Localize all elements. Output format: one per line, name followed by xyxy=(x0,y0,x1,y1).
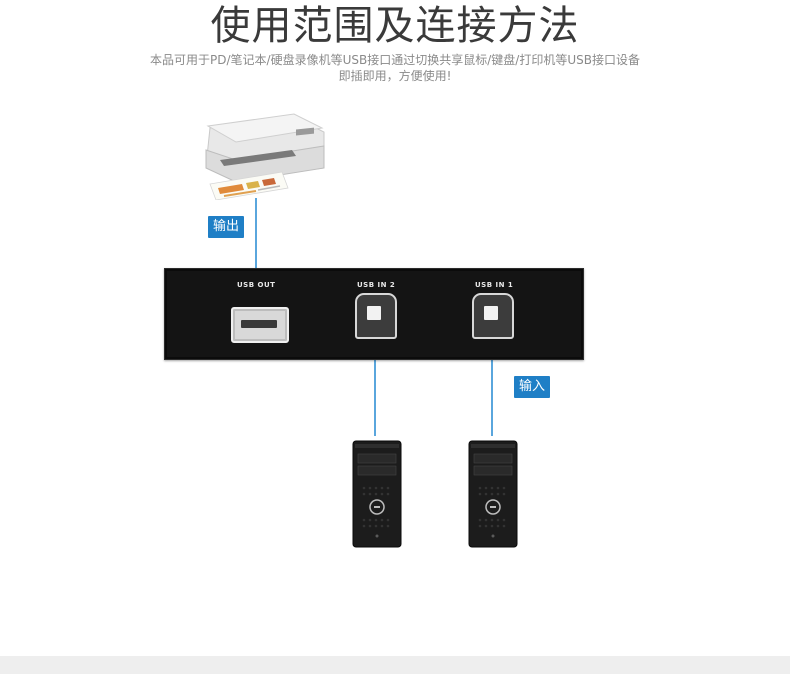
page-title: 使用范围及连接方法 xyxy=(0,2,790,50)
usb-in-1-port[interactable] xyxy=(472,293,514,339)
input-tag: 输入 xyxy=(514,376,550,398)
description-line-1: 本品可用于PD/笔记本/硬盘录像机等USB接口通过切换共享鼠标/键盘/打印机等U… xyxy=(0,52,790,68)
computer-tower-icon xyxy=(352,440,402,548)
usb-in-1-label: USB IN 1 xyxy=(475,281,513,289)
output-tag: 输出 xyxy=(208,216,244,238)
usb-switch-box: USB OUT USB IN 2 USB IN 1 xyxy=(164,268,584,360)
description-line-2: 即插即用，方便使用! xyxy=(0,68,790,84)
usb-out-port[interactable] xyxy=(231,307,289,343)
printer-image xyxy=(196,110,332,200)
footer-band xyxy=(0,656,790,674)
usb-out-label: USB OUT xyxy=(237,281,275,289)
usb-in-2-label: USB IN 2 xyxy=(357,281,395,289)
usb-in-2-port[interactable] xyxy=(355,293,397,339)
computer-tower-icon xyxy=(468,440,518,548)
